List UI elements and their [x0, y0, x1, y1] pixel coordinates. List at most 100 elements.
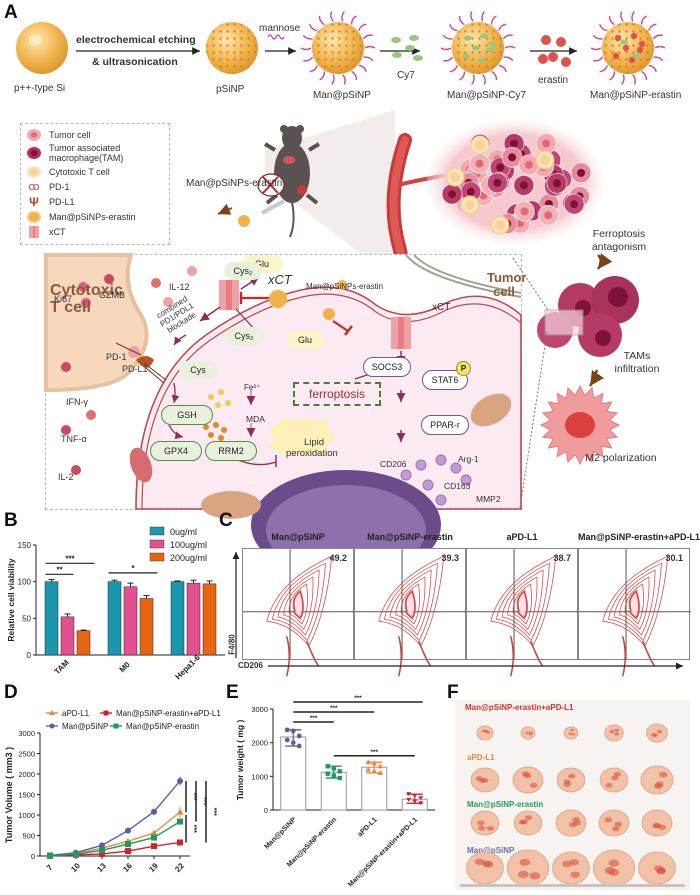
- series-line: [49, 780, 181, 857]
- quadrant-percentage: 30.1: [665, 553, 683, 563]
- tick-label: 0: [264, 806, 268, 815]
- data-point: [99, 847, 105, 854]
- data-point: [377, 763, 384, 769]
- man-psinp-erastin-icon: [590, 11, 666, 85]
- data-point: [371, 768, 378, 774]
- bar: [186, 582, 201, 656]
- data-point: [73, 851, 79, 858]
- label-man-psinp: Man@pSiNP: [313, 90, 371, 101]
- data-point: [325, 764, 330, 769]
- panel-label-b: B: [4, 510, 18, 531]
- data-point: [371, 760, 378, 766]
- density-contour: [266, 555, 333, 647]
- tumor-specimen: [512, 766, 544, 794]
- density-contour: [378, 555, 445, 647]
- density-contour: [507, 576, 538, 631]
- data-point: [331, 773, 336, 778]
- tumor-specimen: [513, 810, 543, 836]
- label-ifn: IFN-γ: [66, 397, 88, 407]
- density-contour: [398, 636, 432, 677]
- legend-item-pdl1: Ψ PD-L1: [27, 196, 74, 208]
- legend-swatch: [149, 526, 165, 536]
- legend-item-tumor-cell: Tumor cell: [27, 129, 91, 141]
- panel-label-f: F: [447, 682, 459, 703]
- category-label: TAM: [53, 658, 71, 676]
- tam-icon: [27, 147, 41, 159]
- category-label: Hepa1-6: [174, 653, 203, 682]
- pd1-icon: ꝏ: [28, 181, 40, 193]
- mitochondrion-icon: [201, 491, 261, 519]
- significance-label: ***: [190, 792, 197, 800]
- label-gzmb: GZMB: [99, 290, 125, 300]
- bar: [44, 581, 59, 656]
- synthesis-scheme: [16, 11, 666, 85]
- label-xct-1: xCT: [268, 272, 292, 287]
- data-point: [284, 727, 290, 733]
- flow-plot: 39.3: [354, 548, 467, 677]
- density-contour: [395, 576, 426, 631]
- label-np-mechanism: Man@pSiNPs-erastin: [306, 282, 384, 291]
- label-t-cell: Cytotoxic T cell: [50, 282, 123, 316]
- erastin-icon: [538, 35, 571, 67]
- density-contour: [602, 555, 669, 647]
- legend-label: PD-1: [49, 182, 70, 192]
- significance-label: ***: [330, 705, 338, 712]
- tick-label: 50: [22, 614, 31, 623]
- y-axis-label: Tumor Volume ( mm3 ): [4, 747, 14, 843]
- label-pd1: PD-1: [106, 352, 127, 362]
- legend-label: 0ug/ml: [170, 527, 197, 537]
- data-point: [151, 834, 157, 841]
- stat6-node: STAT6: [422, 370, 468, 390]
- legend-swatch: [149, 552, 165, 562]
- legend-item-tam: Tumor associated macrophage(TAM): [27, 143, 157, 163]
- gpx4-node: GPX4: [150, 441, 202, 461]
- label-tams-infiltration: TAMs infiltration: [614, 350, 660, 375]
- gsh-node: GSH: [161, 405, 213, 425]
- legend-marker: [113, 723, 119, 729]
- density-contour: [389, 569, 432, 636]
- bar: [107, 581, 122, 656]
- legend-label: Cytotoxic T cell: [49, 167, 110, 177]
- mechanism-illustration: [217, 110, 639, 466]
- data-point: [151, 843, 157, 850]
- bar: [76, 630, 91, 656]
- data-point: [418, 801, 424, 806]
- bar: [60, 616, 75, 656]
- data-point: [412, 793, 418, 798]
- tick-label: 3000: [251, 705, 268, 714]
- tumor-specimen: [556, 767, 586, 793]
- label-erastin: erastin: [538, 75, 569, 86]
- tick-label: 1500: [18, 791, 35, 800]
- tick-label: 22: [173, 861, 186, 874]
- tumor-specimen: [640, 765, 674, 795]
- bar: [170, 581, 185, 656]
- density-contour: [622, 636, 656, 677]
- label-tumor-cell: Tumor cell: [487, 270, 527, 299]
- label-mda: MDA: [246, 414, 265, 424]
- data-point: [125, 848, 131, 855]
- data-point: [125, 841, 131, 848]
- data-point: [150, 829, 158, 836]
- significance-label: ***: [190, 825, 197, 833]
- t-cell-shape: [44, 253, 149, 393]
- man-psinp-cy7-icon: [440, 11, 516, 85]
- nanoparticle-icon: [27, 211, 41, 223]
- tick-label: 1000: [251, 772, 268, 781]
- significance-label: ***: [200, 797, 207, 805]
- density-contour: [277, 569, 320, 636]
- density-contour: [400, 583, 420, 625]
- data-point: [99, 842, 105, 849]
- label-man-psinp-cy7: Man@pSiNP-Cy7: [447, 90, 527, 101]
- legend-label: Man@pSiNP-erastin: [126, 722, 199, 731]
- label-cd206: CD206: [380, 459, 407, 469]
- tick-label: 2500: [18, 750, 35, 759]
- flow-plot-title: Man@pSiNP: [271, 532, 325, 542]
- legend-label: Man@pSiNPs-erastin: [49, 212, 136, 222]
- category-label: Man@pSiNP: [263, 816, 297, 850]
- significance-label: ***: [310, 715, 318, 722]
- tick-label: 10: [69, 861, 82, 874]
- data-point: [296, 733, 302, 739]
- density-contour: [490, 555, 557, 647]
